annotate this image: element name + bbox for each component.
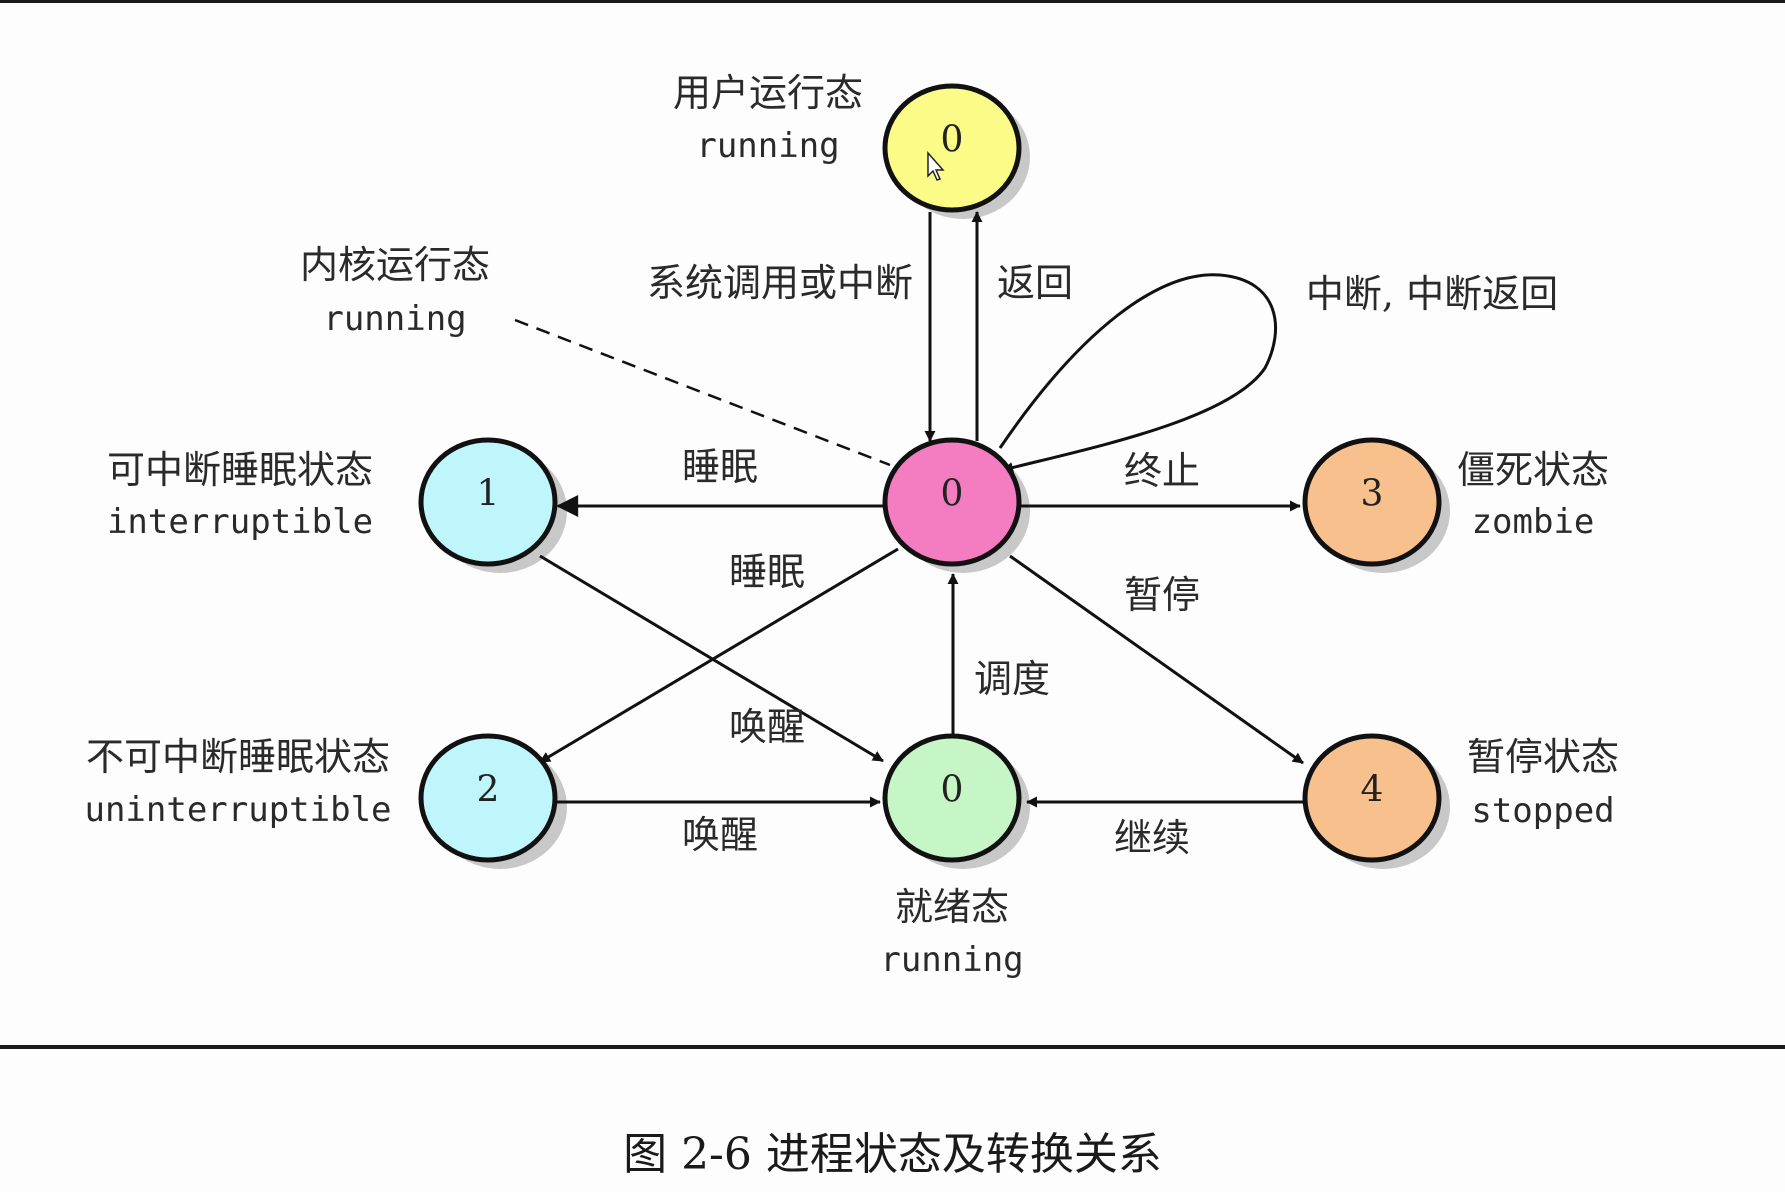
node-user-running	[882, 83, 1022, 213]
kernel-number: 0	[941, 474, 964, 515]
user-name-cn: 用户运行态	[673, 71, 863, 115]
label-wakeup-uninterruptible: 唤醒	[682, 813, 758, 857]
node-stopped	[1302, 733, 1442, 863]
state-labels: 用户运行态 running 内核运行态 running 可中断睡眠状态 inte…	[84, 71, 1619, 980]
node-uninterruptible	[418, 733, 558, 863]
figure-caption: 图 2-6 进程状态及转换关系	[623, 1129, 1162, 1180]
label-syscall: 系统调用或中断	[647, 261, 913, 305]
label-return: 返回	[997, 261, 1073, 305]
label-terminate: 终止	[1124, 449, 1200, 493]
zombie-name-en: zombie	[1472, 502, 1595, 542]
stopped-number: 4	[1361, 770, 1384, 811]
edge-sleep-uninterruptible	[539, 547, 899, 764]
interruptible-name-en: interruptible	[107, 502, 373, 542]
bottom-rule	[0, 1045, 1785, 1049]
kernel-name-cn: 内核运行态	[300, 243, 490, 287]
user-name-en: running	[696, 126, 839, 166]
nodes	[418, 83, 1442, 863]
zombie-number: 3	[1361, 474, 1384, 515]
edge-interrupt-loop	[998, 273, 1277, 473]
node-numbers: 0 0 1 2 0 3 4	[477, 120, 1384, 811]
stopped-name-en: stopped	[1471, 791, 1614, 831]
edge-wakeup-interruptible	[539, 554, 884, 763]
ready-number: 0	[941, 770, 964, 811]
node-zombie	[1302, 437, 1442, 567]
top-border	[0, 0, 1785, 3]
kernel-name-en: running	[323, 299, 466, 339]
zombie-name-cn: 僵死状态	[1457, 448, 1609, 492]
uninterruptible-name-en: uninterruptible	[84, 790, 391, 830]
label-sleep-interruptible: 睡眠	[682, 445, 758, 489]
edge-pause	[1009, 554, 1304, 765]
edges	[514, 211, 1304, 808]
interruptible-number: 1	[477, 474, 500, 515]
interruptible-name-cn: 可中断睡眠状态	[107, 448, 373, 492]
ready-name-cn: 就绪态	[895, 885, 1009, 929]
node-interruptible	[418, 437, 558, 567]
label-sleep-uninterruptible: 睡眠	[729, 550, 805, 594]
stopped-name-cn: 暂停状态	[1467, 735, 1619, 779]
node-ready	[882, 733, 1022, 863]
uninterruptible-number: 2	[477, 770, 500, 811]
ready-name-en: running	[880, 940, 1023, 980]
transition-labels: 系统调用或中断 返回 中断, 中断返回 睡眠 终止 睡眠 暂停 调度 唤醒 唤醒…	[647, 261, 1558, 860]
label-schedule: 调度	[974, 657, 1050, 701]
uninterruptible-name-cn: 不可中断睡眠状态	[86, 735, 390, 779]
label-continue: 继续	[1114, 816, 1190, 860]
kernel-dashed-pointer	[514, 318, 891, 467]
node-kernel-running	[882, 437, 1022, 567]
label-interrupt-loop: 中断, 中断返回	[1306, 272, 1558, 316]
user-number: 0	[941, 120, 964, 161]
label-wakeup-interruptible: 唤醒	[729, 705, 805, 749]
mouse-cursor-icon	[927, 151, 945, 181]
label-pause: 暂停	[1124, 573, 1200, 617]
